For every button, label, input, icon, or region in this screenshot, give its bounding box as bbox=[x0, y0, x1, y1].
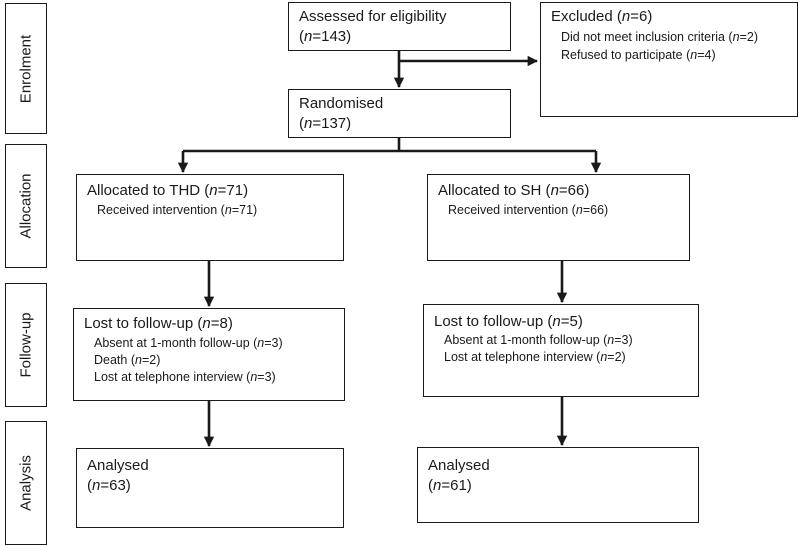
sh-lost-item: Lost at telephone interview (n=2) bbox=[444, 350, 626, 364]
stage-allocation: Allocation bbox=[5, 144, 47, 268]
stage-allocation-label: Allocation bbox=[17, 173, 35, 239]
thd-lost-item: Death (n=2) bbox=[94, 353, 161, 367]
thd-analysed-count: (n=63) bbox=[87, 477, 131, 494]
thd-allocated-detail: Received intervention (n=71) bbox=[97, 203, 258, 217]
thd-lost-box: Lost to follow-up (n=8) Absent at 1-mont… bbox=[73, 308, 345, 401]
assessed-count: (n=143) bbox=[299, 28, 352, 45]
sh-allocated-title: Allocated to SH (n=66) bbox=[438, 182, 590, 199]
randomised-box: Randomised (n=137) bbox=[288, 89, 511, 138]
randomised-title: Randomised bbox=[299, 95, 384, 112]
sh-lost-box: Lost to follow-up (n=5) Absent at 1-mont… bbox=[423, 304, 699, 397]
thd-allocated-box: Allocated to THD (n=71) Received interve… bbox=[76, 174, 344, 261]
stage-analysis: Analysis bbox=[5, 421, 47, 545]
sh-allocated-detail: Received intervention (n=66) bbox=[448, 203, 609, 217]
thd-allocated-title: Allocated to THD (n=71) bbox=[87, 182, 249, 199]
thd-analysed-box: Analysed (n=63) bbox=[76, 448, 344, 528]
sh-analysed-title: Analysed bbox=[428, 457, 490, 474]
sh-analysed-box: Analysed (n=61) bbox=[417, 447, 699, 523]
assessed-box: Assessed for eligibility (n=143) bbox=[288, 2, 511, 51]
stage-enrolment: Enrolment bbox=[5, 3, 47, 134]
randomised-count: (n=137) bbox=[299, 115, 352, 132]
stage-analysis-label: Analysis bbox=[17, 455, 35, 511]
thd-lost-item: Lost at telephone interview (n=3) bbox=[94, 370, 276, 384]
stage-enrolment-label: Enrolment bbox=[17, 34, 35, 103]
sh-lost-item: Absent at 1-month follow-up (n=3) bbox=[444, 333, 633, 347]
sh-allocated-box: Allocated to SH (n=66) Received interven… bbox=[427, 174, 690, 261]
stage-follow-up-label: Follow-up bbox=[17, 312, 35, 378]
excluded-box: Excluded (n=6) Did not meet inclusion cr… bbox=[540, 2, 798, 117]
assessed-title: Assessed for eligibility bbox=[299, 8, 447, 25]
sh-analysed-count: (n=61) bbox=[428, 477, 472, 494]
excluded-reason: Did not meet inclusion criteria (n=2) bbox=[561, 30, 758, 44]
excluded-title: Excluded (n=6) bbox=[551, 8, 653, 25]
sh-lost-title: Lost to follow-up (n=5) bbox=[434, 313, 583, 330]
thd-lost-item: Absent at 1-month follow-up (n=3) bbox=[94, 336, 283, 350]
thd-analysed-title: Analysed bbox=[87, 457, 149, 474]
stage-follow-up: Follow-up bbox=[5, 283, 47, 407]
excluded-reason: Refused to participate (n=4) bbox=[561, 48, 716, 62]
thd-lost-title: Lost to follow-up (n=8) bbox=[84, 315, 233, 332]
